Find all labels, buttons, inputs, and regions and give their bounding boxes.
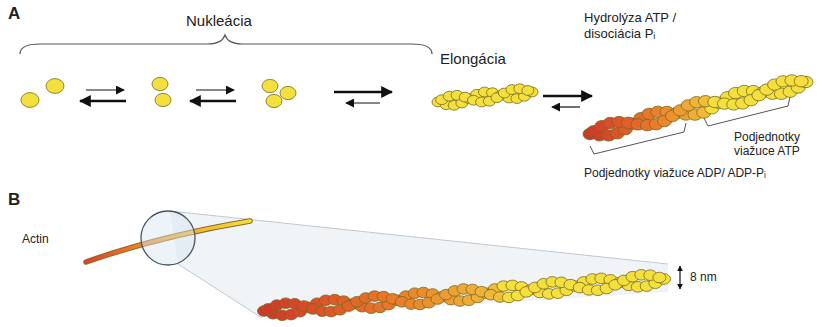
nucleation-brace [20,35,432,54]
process-label: Hydrolýza ATP / disociácia Pᵢ [584,10,704,41]
zoom-line [170,211,668,264]
stage-label: Elongácia [440,50,506,68]
dimension-arrow [679,277,680,289]
magnifier-circle [141,211,195,265]
stage-label: Nukleácia [186,12,252,30]
dimension-arrow [679,266,680,277]
panel-letter: B [8,190,20,210]
zoom-cone [170,211,668,318]
zoom-line [178,264,262,318]
panel-letter: A [8,4,20,24]
subunit-label: Podjednotky viažuce ADP/ ADP-Pᵢ [584,166,766,180]
subunit-label: Podjednotky viažuce ATP [734,130,820,159]
actin-subunits [21,75,813,321]
filament-label: Actin [22,232,49,246]
dimension-label: 8 nm [690,270,717,284]
